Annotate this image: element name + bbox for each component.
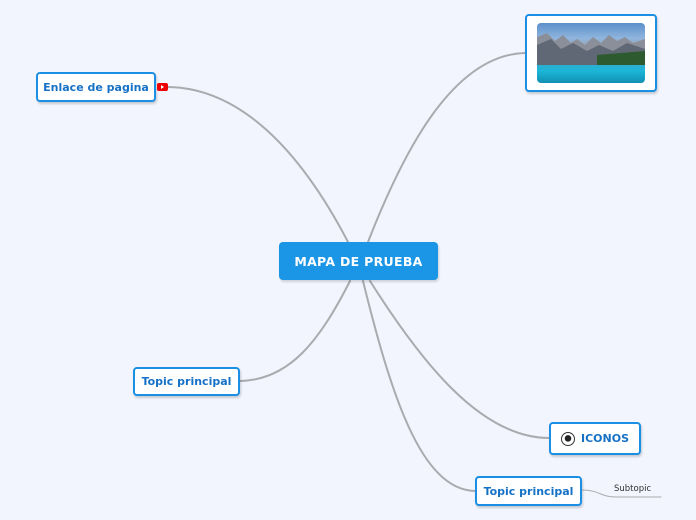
central-topic[interactable]: MAPA DE PRUEBA	[279, 242, 438, 280]
topic-enlace-de-pagina[interactable]: Enlace de pagina	[36, 72, 156, 102]
youtube-icon[interactable]	[157, 83, 168, 91]
topic-iconos[interactable]: ICONOS	[549, 422, 641, 455]
topic-image[interactable]	[525, 14, 657, 92]
topic-principal-bottom[interactable]: Topic principal	[475, 476, 582, 506]
central-topic-label: MAPA DE PRUEBA	[294, 253, 423, 269]
subtopic[interactable]: Subtopic	[614, 484, 651, 494]
topic-label: Topic principal	[141, 375, 232, 388]
topic-label: Topic principal	[483, 484, 574, 498]
landscape-image	[537, 23, 645, 83]
topic-principal-left[interactable]: Topic principal	[133, 367, 240, 396]
subtopic-label: Subtopic	[614, 484, 652, 494]
soccer-ball-icon	[561, 431, 575, 446]
topic-label: Enlace de pagina	[43, 80, 149, 94]
topic-label: ICONOS	[581, 432, 629, 445]
